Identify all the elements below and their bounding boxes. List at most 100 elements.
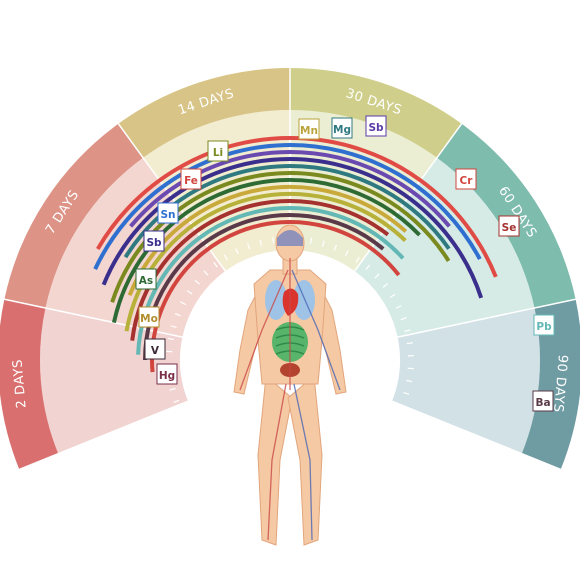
- element-tile-pb: Pb: [533, 314, 555, 336]
- tile-symbol: Mg: [333, 124, 351, 136]
- segment-label: 90 DAYS: [550, 354, 570, 413]
- element-arc: [130, 199, 390, 341]
- tile-box: [298, 118, 320, 140]
- tile-box: [157, 202, 179, 224]
- tick-mark: [395, 305, 402, 309]
- element-tile-sb: Sb: [143, 230, 165, 252]
- tile-symbol: Sb: [368, 122, 384, 134]
- tile-box: [138, 306, 160, 328]
- blood-vessel: [293, 383, 313, 541]
- element-tile-sn: Sn: [157, 202, 179, 224]
- tick-mark: [333, 244, 338, 251]
- segment-inner-4: [354, 157, 535, 338]
- tile-symbol: Cr: [460, 175, 474, 187]
- tile-box: [207, 140, 229, 162]
- tick-mark: [247, 243, 251, 250]
- segment-divider: [391, 400, 562, 471]
- tick-mark: [203, 270, 209, 276]
- segment-inner-2: [143, 110, 290, 272]
- tick-mark: [399, 403, 406, 408]
- tile-box: [365, 115, 387, 137]
- tick-mark: [400, 317, 407, 321]
- tile-box: [331, 117, 353, 139]
- element-arc: [127, 185, 408, 296]
- tick-mark: [173, 399, 180, 403]
- blood-vessel: [267, 383, 287, 541]
- tile-box: [533, 314, 555, 336]
- tile-symbol: Ba: [535, 397, 550, 409]
- tick-mark: [382, 283, 389, 288]
- element-tile-sb: Sb: [365, 115, 387, 137]
- element-arc: [136, 206, 405, 355]
- tick-mark: [355, 256, 360, 263]
- tile-symbol: Li: [213, 147, 223, 159]
- element-tile-mo: Mo: [138, 306, 160, 328]
- tile-symbol: V: [151, 345, 160, 357]
- element-tile-fe: Fe: [180, 168, 202, 190]
- tick-marks: [166, 236, 414, 408]
- element-tile-hg: Hg: [156, 363, 178, 385]
- tick-mark: [259, 239, 263, 246]
- element-arc: [129, 150, 451, 228]
- segment-label: 2 DAYS: [10, 358, 29, 408]
- element-tile-as: As: [135, 268, 157, 290]
- tick-mark: [169, 387, 176, 391]
- segment-outer-5: [521, 299, 580, 470]
- human-body-illustration: [233, 224, 347, 546]
- tick-mark: [403, 391, 410, 395]
- element-arcs: [93, 136, 498, 373]
- element-tile-mg: Mg: [331, 117, 353, 139]
- tile-symbol: Mo: [140, 313, 158, 325]
- segment-divider: [4, 298, 183, 338]
- tile-box: [455, 168, 477, 190]
- tile-symbol: Fe: [184, 175, 198, 187]
- element-arc: [111, 178, 421, 323]
- tick-mark: [389, 293, 396, 298]
- element-arc: [110, 171, 451, 303]
- tile-symbol: Hg: [159, 370, 175, 382]
- tick-mark: [406, 342, 413, 345]
- tile-box: [532, 390, 554, 412]
- tick-mark: [272, 237, 275, 244]
- left-leg: [257, 375, 293, 546]
- tile-box: [144, 338, 166, 360]
- element-tile-li: Li: [207, 140, 229, 162]
- tile-symbol: Sb: [146, 237, 162, 249]
- element-tile-cr: Cr: [455, 168, 477, 190]
- tile-symbol: Se: [502, 222, 517, 234]
- tick-mark: [194, 279, 200, 285]
- segment-outer-3: [290, 68, 462, 158]
- tick-mark: [223, 254, 228, 261]
- tick-mark: [174, 312, 181, 317]
- tick-mark: [344, 250, 349, 257]
- tile-box: [135, 268, 157, 290]
- tile-symbol: Mn: [300, 125, 318, 137]
- tick-mark: [186, 290, 193, 295]
- tick-mark: [309, 237, 313, 244]
- tile-symbol: Pb: [536, 321, 552, 333]
- element-tile-ba: Ba: [532, 390, 554, 412]
- segment-inner-5: [391, 308, 541, 454]
- tick-mark: [365, 264, 371, 270]
- tile-symbol: As: [139, 275, 153, 287]
- tile-box: [498, 215, 520, 237]
- tick-mark: [374, 273, 380, 279]
- element-tile-v: V: [144, 338, 166, 360]
- tick-mark: [213, 261, 218, 268]
- tile-box: [143, 230, 165, 252]
- tick-mark: [321, 240, 325, 247]
- segment-outer-0: [0, 299, 59, 470]
- right-leg: [287, 375, 323, 546]
- tick-mark: [406, 379, 413, 383]
- tick-mark: [404, 329, 411, 333]
- blood-vessel: [291, 269, 341, 391]
- element-tile-se: Se: [498, 215, 520, 237]
- tile-symbol: Sn: [160, 209, 175, 221]
- blood-vessel: [239, 269, 289, 391]
- tick-mark: [167, 337, 174, 341]
- brain: [277, 230, 303, 246]
